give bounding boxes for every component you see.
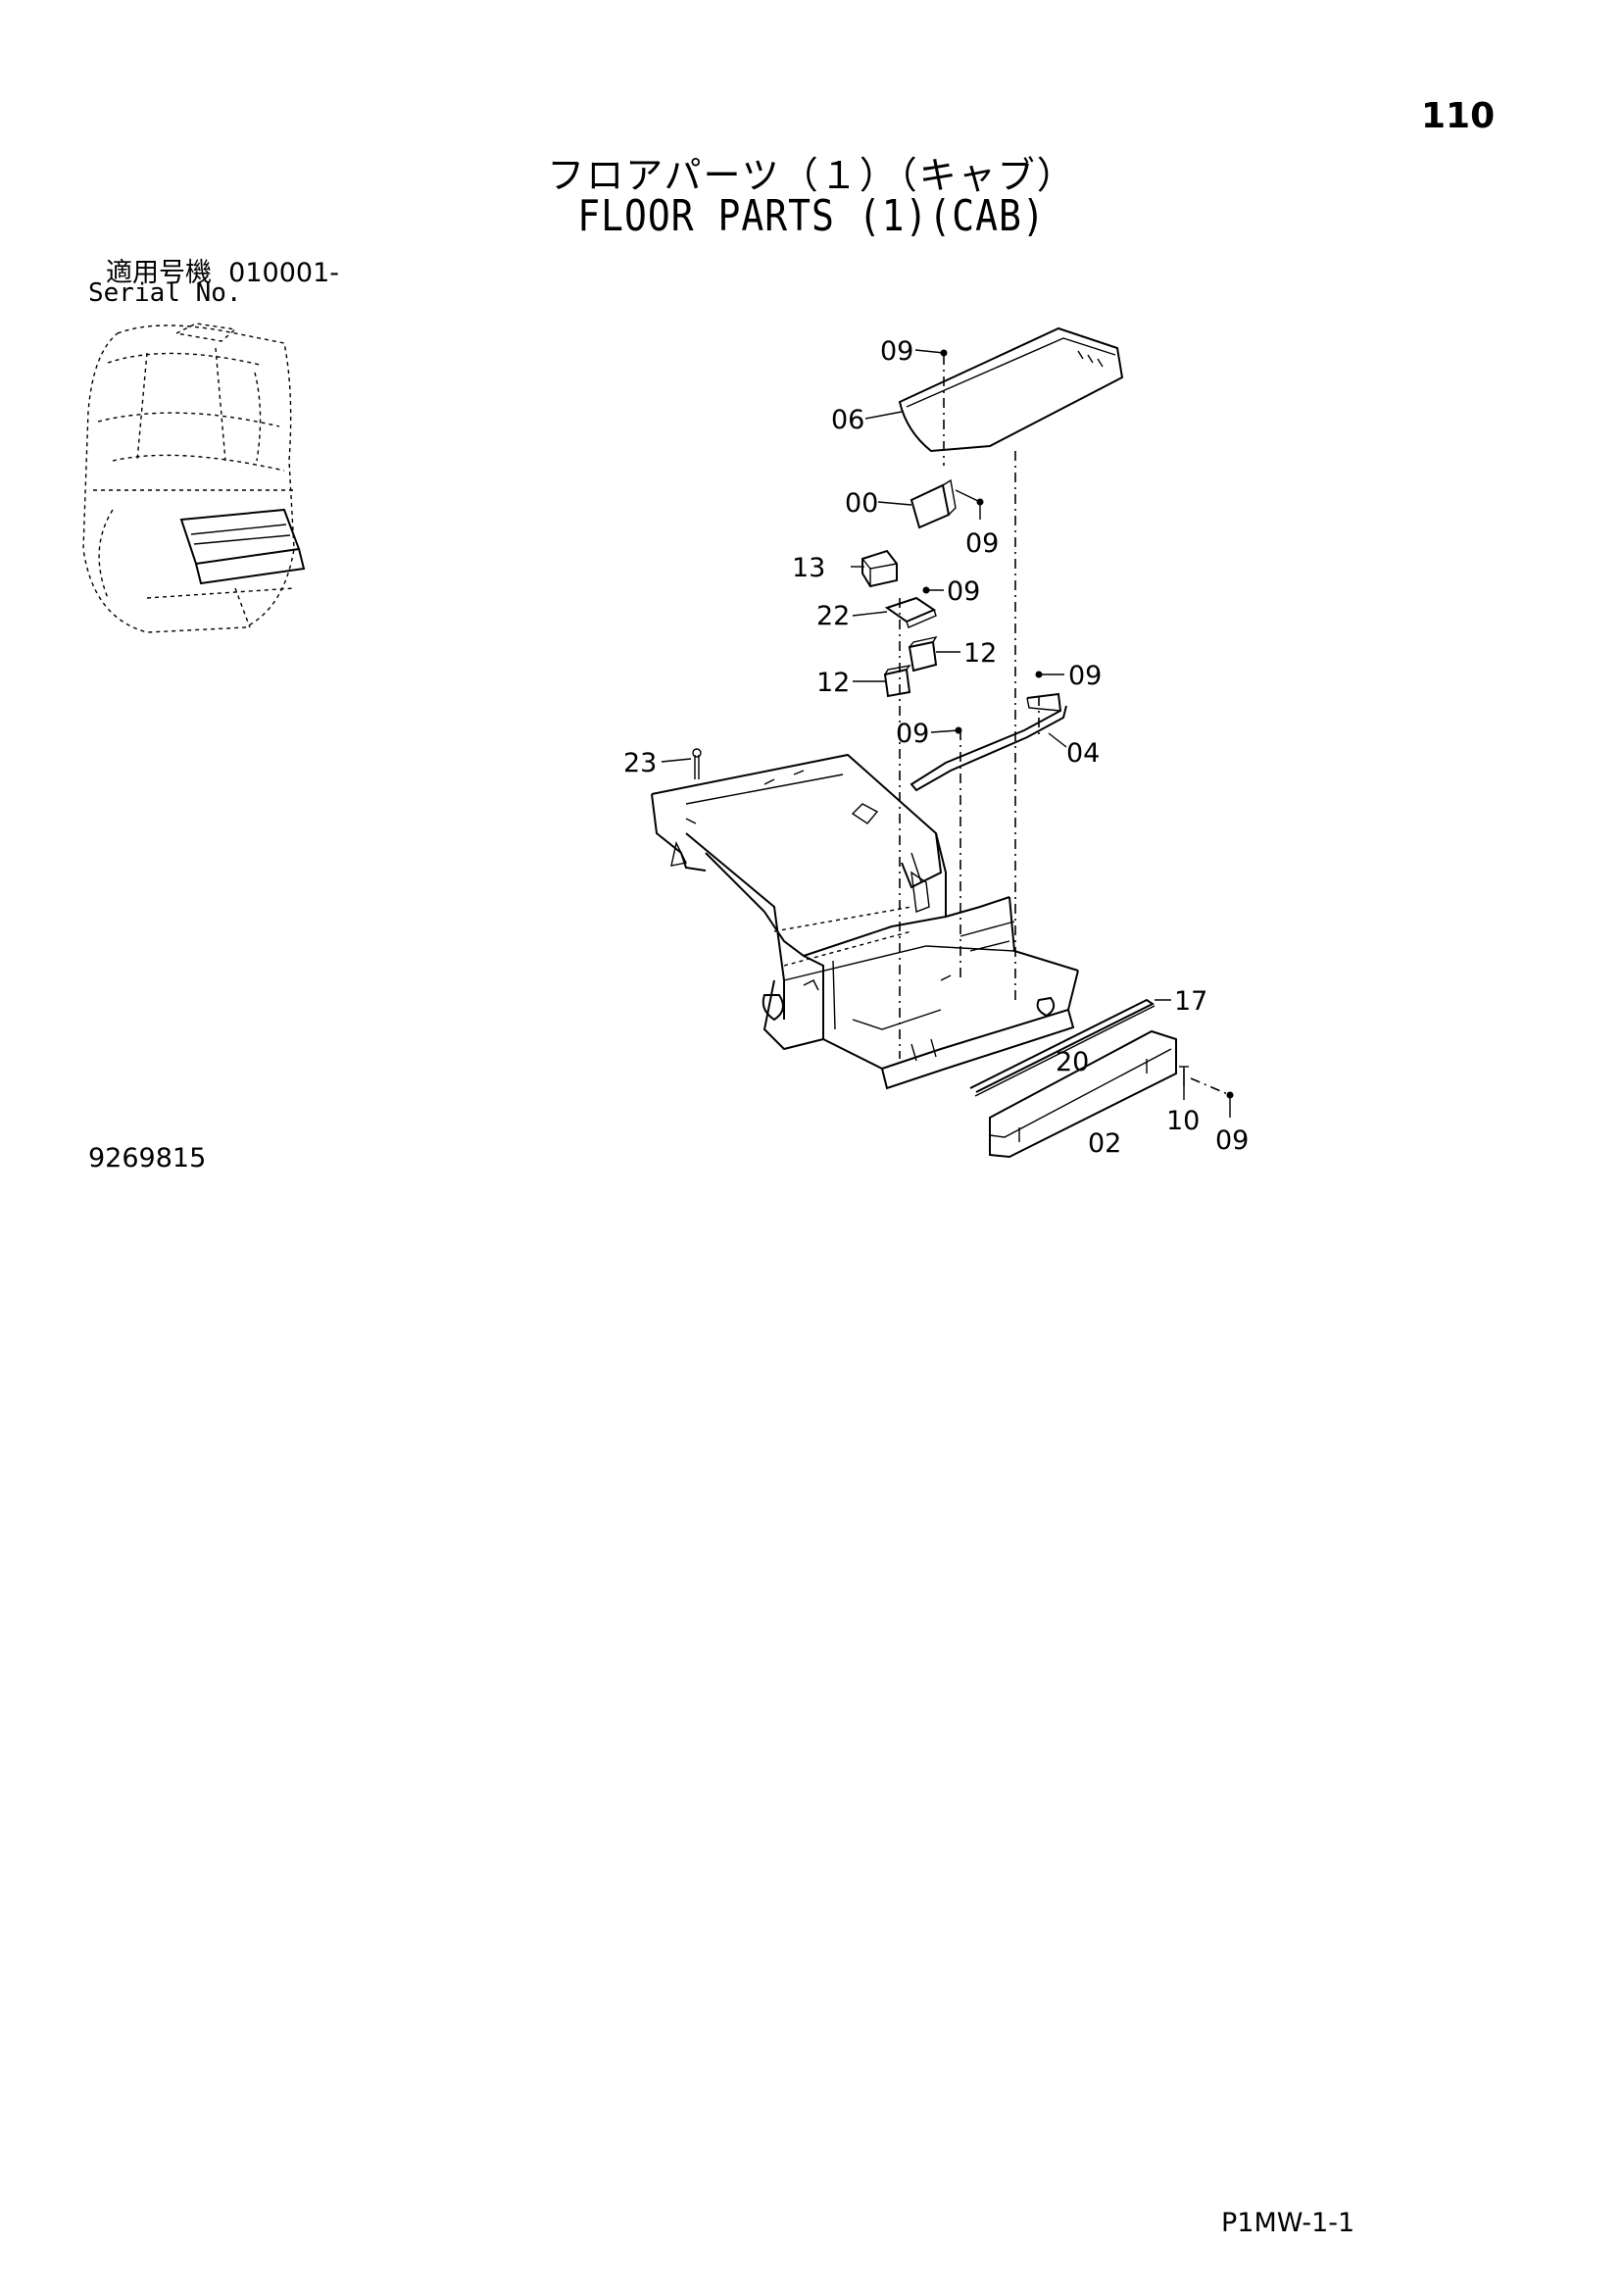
serial-label-jp-text: 適用号機	[106, 258, 212, 288]
serial-label-english: Serial No.	[88, 278, 242, 308]
page-title-japanese: フロアパーツ（１）（キャブ）	[547, 154, 1076, 197]
seal-12-upper	[908, 635, 938, 673]
callout-12-upper: 12	[963, 638, 997, 669]
callout-04: 04	[1066, 738, 1100, 769]
cover-13	[861, 549, 898, 588]
strip-plate-04	[910, 692, 1067, 792]
floor-frame	[651, 753, 1079, 1090]
callout-06: 06	[831, 405, 864, 435]
trim-20	[974, 1005, 1156, 1097]
callout-23: 23	[623, 748, 657, 778]
callout-13: 13	[792, 553, 825, 583]
page-title-english: FLOOR PARTS (1)(CAB)	[577, 190, 1046, 241]
page-code: P1MW-1-1	[1221, 2208, 1355, 2238]
callout-00: 00	[845, 488, 878, 519]
callout-labels: 09 06 00 09 13 09 22 12 12 09 09 04 23 1…	[623, 336, 1249, 1159]
bracket-00	[910, 478, 957, 529]
seal-strip-17	[969, 998, 1155, 1093]
callout-09-plate: 09	[947, 576, 980, 607]
callout-02: 02	[1088, 1128, 1121, 1159]
seal-12-lower	[883, 664, 911, 698]
callout-09-bottom: 09	[1215, 1125, 1249, 1156]
serial-range: 010001-	[228, 258, 339, 288]
page-number: 110	[1421, 96, 1496, 136]
callout-22: 22	[816, 601, 850, 631]
cab-location-thumbnail	[82, 323, 306, 633]
bolt-23	[692, 748, 702, 779]
plate-22	[884, 596, 937, 628]
callout-09-strip: 09	[1068, 661, 1102, 691]
step-plate-02	[989, 1029, 1177, 1159]
callout-09-top: 09	[880, 336, 913, 367]
leader-lines	[661, 349, 1231, 1118]
callout-20: 20	[1056, 1047, 1089, 1077]
callout-10: 10	[1166, 1106, 1200, 1136]
floor-plate-06	[898, 326, 1124, 453]
serial-label-japanese: 適用号機 010001-	[106, 251, 339, 289]
callout-12-lower: 12	[816, 668, 850, 698]
callout-09-mid: 09	[896, 719, 929, 749]
figure-number: 9269815	[88, 1143, 207, 1173]
callout-09-bracket: 09	[965, 528, 999, 559]
callout-17: 17	[1174, 986, 1207, 1017]
